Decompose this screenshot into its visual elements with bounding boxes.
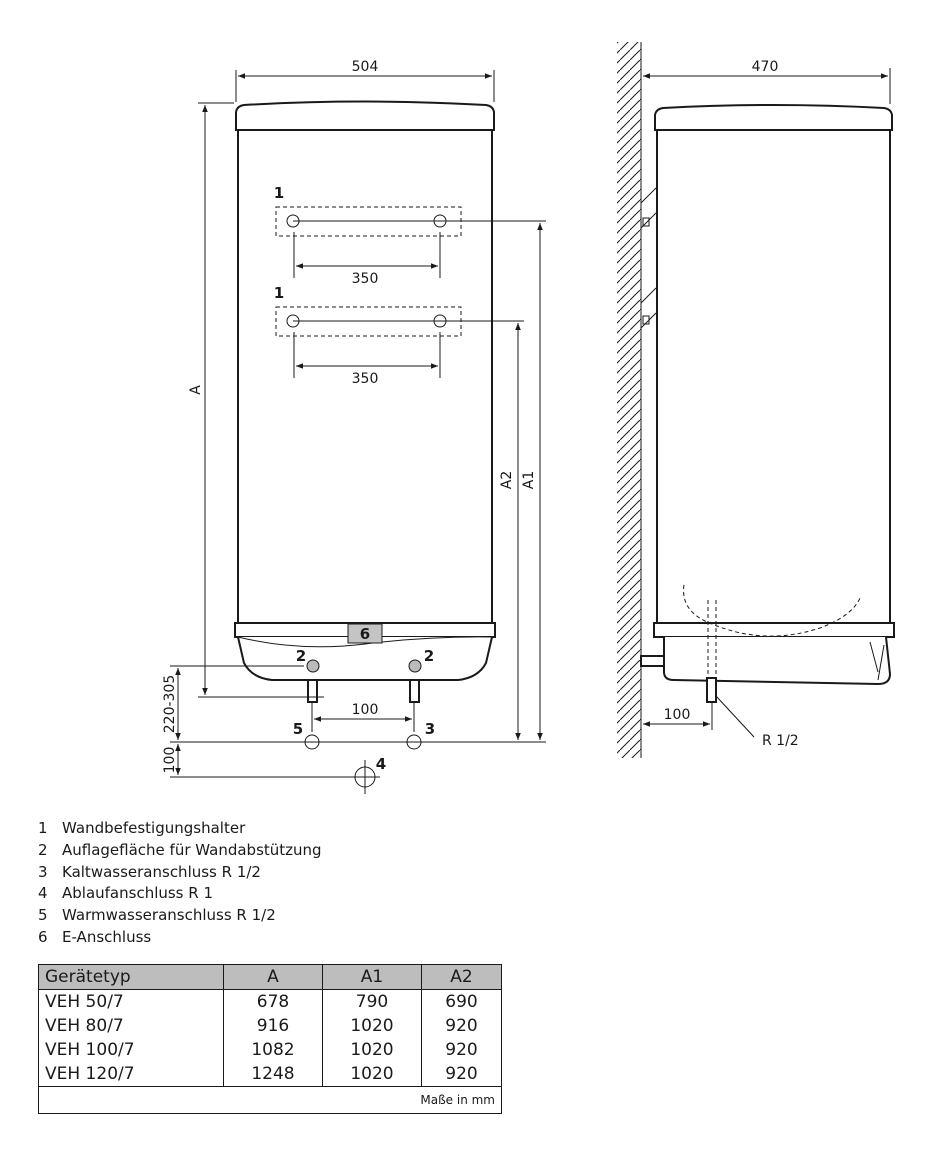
- table-note-row: Maße in mm: [38, 1086, 502, 1114]
- units-note: Maße in mm: [38, 1086, 502, 1114]
- callout-5: 5: [293, 720, 303, 738]
- cell-A1: 1020: [322, 1038, 422, 1062]
- cell-A2: 690: [421, 989, 502, 1014]
- legend-item: 6 E-Anschluss: [38, 927, 322, 949]
- callout-1-lower: 1: [274, 284, 284, 302]
- dimension-table: Gerätetyp A A1 A2 VEH 50/7 678 790 690 V…: [38, 964, 502, 1114]
- dim-depth: 470: [752, 59, 779, 75]
- dim-A2: A2: [499, 471, 515, 489]
- callout-2-right: 2: [424, 647, 434, 665]
- legend-item: 4 Ablaufanschluss R 1: [38, 883, 322, 905]
- dim-pipe-range: 220-305: [162, 675, 178, 734]
- legend-list: 1 Wandbefestigungshalter 2 Auflagefläche f…: [38, 818, 322, 949]
- side-view: 470 100 R 1/2: [617, 42, 895, 758]
- dim-wall-offset: 100: [664, 707, 691, 723]
- dim-350-upper: 350: [352, 271, 379, 287]
- legend-item: 2 Auflagefläche für Wandabstützung: [38, 840, 322, 862]
- thread-label: R 1/2: [762, 733, 799, 749]
- cell-device-type: VEH 80/7: [38, 1014, 224, 1038]
- cell-device-type: VEH 50/7: [38, 989, 224, 1014]
- legend-number: 3: [38, 862, 48, 881]
- cell-A2: 920: [421, 1038, 502, 1062]
- table-row: VEH 80/7 916 1020 920: [38, 1014, 502, 1038]
- legend-text: Auflagefläche für Wandabstützung: [62, 840, 322, 859]
- legend-number: 2: [38, 840, 48, 859]
- dim-A: A: [188, 385, 204, 395]
- dim-drain: 100: [162, 747, 178, 774]
- callout-2-left: 2: [296, 647, 306, 665]
- legend-text: E-Anschluss: [62, 927, 152, 946]
- callout-4: 4: [376, 755, 386, 773]
- legend-item: 5 Warmwasseranschluss R 1/2: [38, 905, 322, 927]
- cell-A2: 920: [421, 1062, 502, 1087]
- cell-A: 916: [223, 1014, 323, 1038]
- cell-A1: 790: [322, 989, 422, 1014]
- cell-A: 1248: [223, 1062, 323, 1087]
- dim-width: 504: [352, 59, 379, 75]
- cell-A1: 1020: [322, 1062, 422, 1087]
- table-row: VEH 100/7 1082 1020 920: [38, 1038, 502, 1062]
- legend-text: Wandbefestigungshalter: [62, 819, 246, 837]
- table-row: VEH 120/7 1248 1020 920: [38, 1062, 502, 1087]
- col-header-A2: A2: [421, 964, 502, 990]
- legend-number: 6: [38, 927, 48, 946]
- cell-A2: 920: [421, 1014, 502, 1038]
- dim-350-lower: 350: [352, 371, 379, 387]
- legend-number: 5: [38, 906, 48, 925]
- table-header-row: Gerätetyp A A1 A2: [38, 964, 502, 990]
- technical-drawing: 6 2 2 350 1 350 1 504: [162, 42, 895, 794]
- cell-A: 678: [223, 989, 323, 1014]
- cell-device-type: VEH 120/7: [38, 1062, 224, 1087]
- col-header-device-type: Gerätetyp: [38, 964, 224, 990]
- cell-A: 1082: [223, 1038, 323, 1062]
- cell-device-type: VEH 100/7: [38, 1038, 224, 1062]
- dim-A1: A1: [521, 471, 537, 489]
- legend-text: Warmwasseranschluss R 1/2: [62, 906, 276, 925]
- legend-number: 1: [38, 819, 48, 837]
- legend-text: Kaltwasseranschluss R 1/2: [62, 862, 261, 881]
- legend-item: 3 Kaltwasseranschluss R 1/2: [38, 862, 322, 884]
- table-row: VEH 50/7 678 790 690: [38, 989, 502, 1014]
- col-header-A1: A1: [322, 964, 422, 990]
- callout-3: 3: [425, 720, 435, 738]
- legend-item: 1 Wandbefestigungshalter: [38, 818, 322, 840]
- callout-1-upper: 1: [274, 184, 284, 202]
- callout-6: 6: [360, 625, 370, 643]
- cell-A1: 1020: [322, 1014, 422, 1038]
- dim-pipe-spacing: 100: [352, 702, 379, 718]
- legend-text: Ablaufanschluss R 1: [62, 884, 214, 903]
- front-view: 6 2 2 350 1 350 1 504: [162, 59, 546, 794]
- col-header-A: A: [223, 964, 323, 990]
- e-connection-box: [347, 623, 383, 644]
- legend-number: 4: [38, 884, 48, 903]
